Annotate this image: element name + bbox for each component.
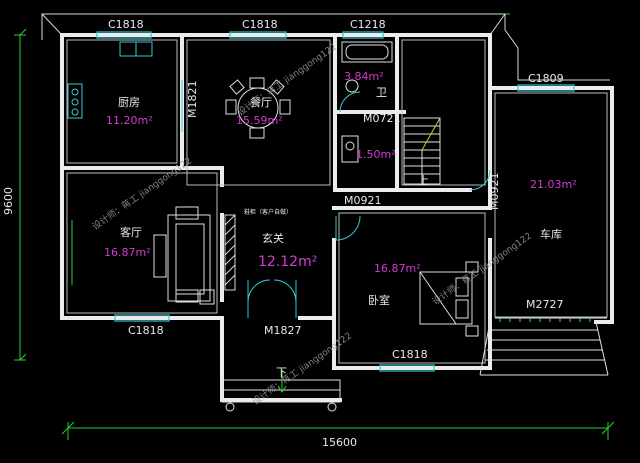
kitchen-fixtures bbox=[67, 41, 153, 119]
stair-up-label: 上 bbox=[418, 174, 429, 187]
entrance-steps bbox=[221, 370, 341, 412]
staircase bbox=[403, 117, 441, 185]
shoe-cabinet-label: 鞋柜（客户自做） bbox=[244, 208, 292, 216]
inner-wall-lines bbox=[66, 39, 608, 364]
window-top-left-label: C1818 bbox=[108, 18, 144, 31]
dining-area: 15.59m² bbox=[236, 114, 283, 127]
living-name: 客厅 bbox=[120, 225, 142, 239]
door-garage-side-label: M0921 bbox=[488, 173, 501, 211]
kitchen-area: 11.20m² bbox=[106, 114, 153, 127]
garage-area: 21.03m² bbox=[530, 178, 577, 191]
door-foyer-bedroom-label: M0921 bbox=[344, 194, 382, 207]
garage-name: 车库 bbox=[540, 227, 562, 241]
bed bbox=[419, 261, 479, 337]
doors bbox=[181, 80, 491, 318]
bath-name: 卫 bbox=[376, 86, 387, 99]
door-garage-main-label: M2727 bbox=[526, 298, 564, 311]
window-living-bottom-label: C1818 bbox=[128, 324, 164, 337]
window-bedroom-bottom-label: C1818 bbox=[392, 348, 428, 361]
storage-area: 1.50m² bbox=[356, 148, 396, 161]
door-entrance-label: M1827 bbox=[264, 324, 302, 337]
window-top-mid-label: C1818 bbox=[242, 18, 278, 31]
garage-door-ticks bbox=[499, 318, 591, 322]
foyer-area: 12.12m² bbox=[258, 254, 317, 270]
dim-width-label: 15600 bbox=[322, 436, 357, 449]
bedroom-name: 卧室 bbox=[368, 293, 390, 307]
window-top-right-label: C1218 bbox=[350, 18, 386, 31]
living-furniture bbox=[71, 206, 215, 305]
dim-height-label: 9600 bbox=[2, 187, 15, 215]
garage-ramp bbox=[479, 317, 609, 376]
door-bath-label: M0721 bbox=[363, 112, 401, 125]
dining-table bbox=[225, 77, 291, 139]
dining-name: 餐厅 bbox=[250, 95, 272, 109]
entrance-down-label: 下 bbox=[276, 366, 287, 379]
bath-fixtures bbox=[341, 41, 393, 163]
roof-eave-outline bbox=[41, 13, 610, 81]
kitchen-name: 厨房 bbox=[118, 96, 140, 109]
door-kitchen-label: M1821 bbox=[186, 81, 199, 119]
living-area: 16.87m² bbox=[104, 246, 151, 259]
window-garage-top-label: C1809 bbox=[528, 72, 564, 85]
windows bbox=[96, 31, 575, 372]
bedroom-area: 16.87m² bbox=[374, 262, 421, 275]
foyer-name: 玄关 bbox=[262, 231, 284, 245]
shoe-cabinet bbox=[224, 214, 236, 291]
watermark-3: 设计师：蒋工 jianggong122 bbox=[430, 230, 534, 308]
bath-area: 3.84m² bbox=[344, 70, 384, 83]
